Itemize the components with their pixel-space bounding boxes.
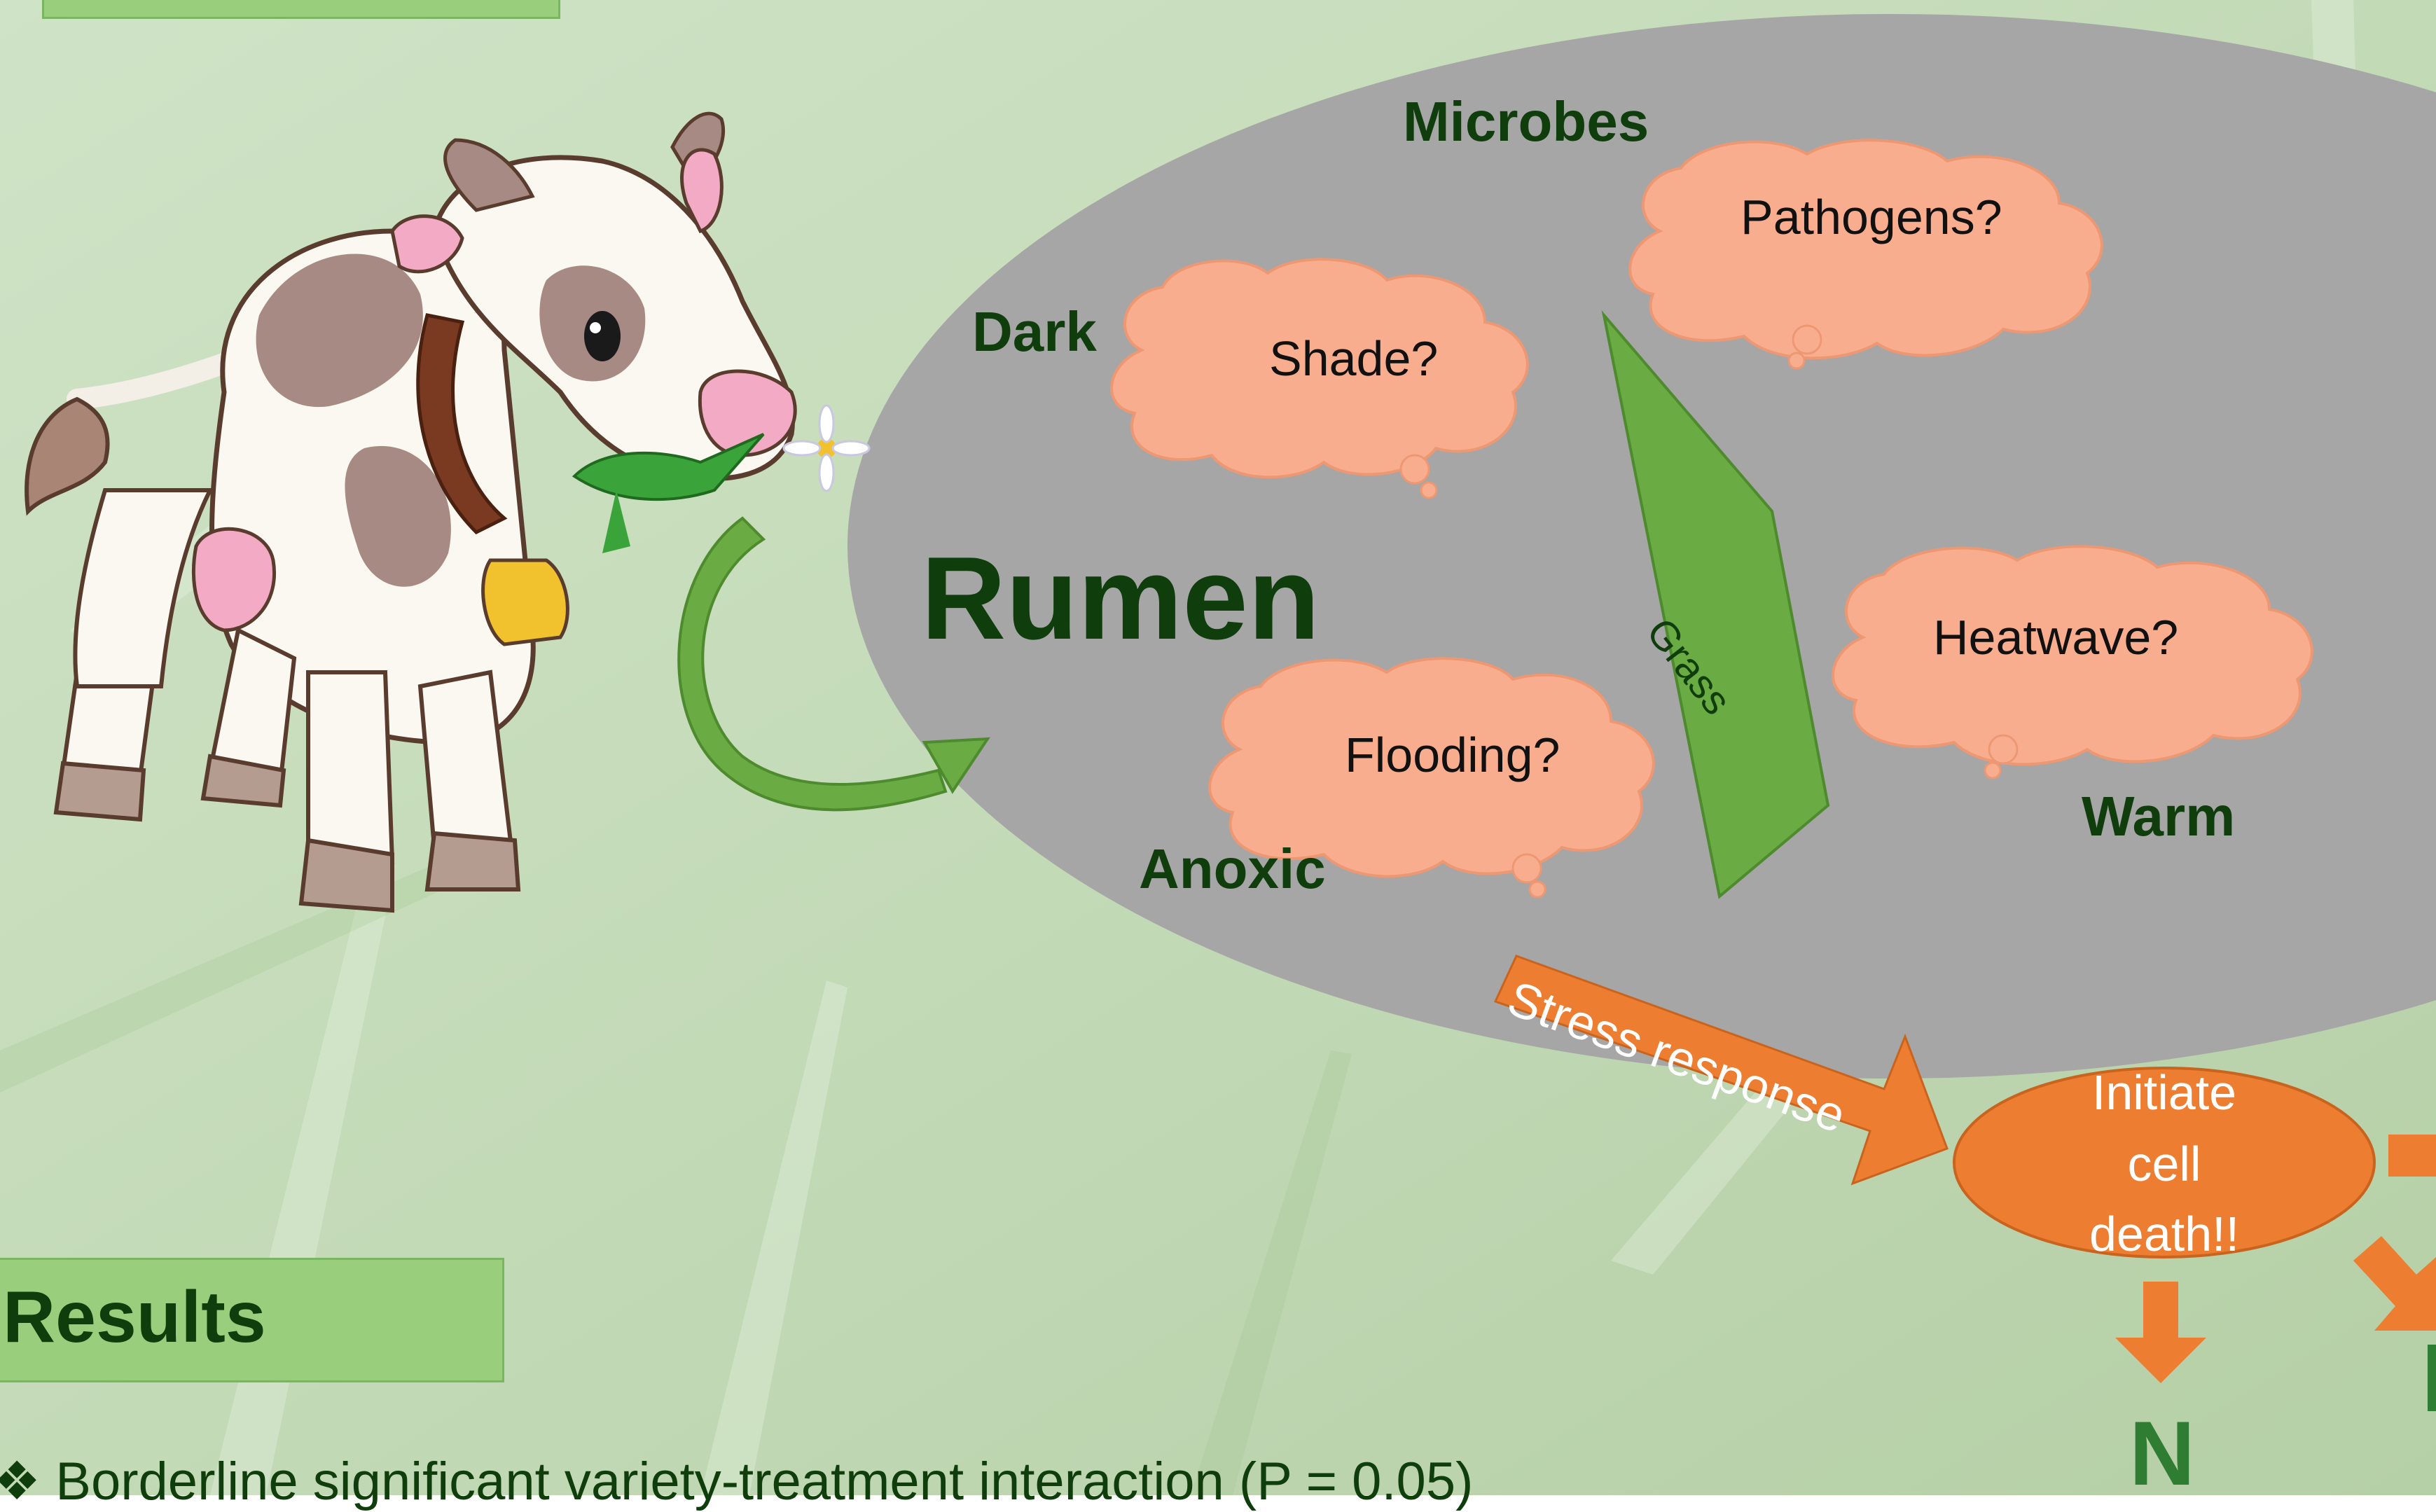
diagonal-arrow-partial [2353,1236,2436,1331]
diamond-bullet-icon: ❖ [0,1452,41,1511]
right-arrow-partial [2388,1135,2436,1177]
anoxic-label: Anoxic [1139,837,1326,901]
partial-n-label: N [2129,1401,2195,1506]
cell-death-line-2: cell [2073,1136,2255,1192]
cloud-text-pathogens: Pathogens? [1741,189,2002,245]
microbes-label: Microbes [1403,90,1649,154]
cloud-text-flooding: Flooding? [1345,727,1560,783]
cloud-text-heatwave: Heatwave? [1933,609,2178,665]
warm-label: Warm [2082,784,2235,849]
green-box-partial [2428,1345,2436,1411]
cloud-text-shade: Shade? [1269,331,1438,387]
cell-death-line-1: Initiate [2073,1064,2255,1121]
rumen-title: Rumen [921,531,1320,666]
results-bullet: ❖ Borderline significant variety-treatme… [0,1450,1473,1512]
cell-death-line-3: death!! [2073,1206,2255,1262]
dark-label: Dark [972,300,1097,364]
cow-illustration [27,113,869,910]
results-title: Results [3,1276,266,1359]
down-arrow-icon [2115,1282,2206,1383]
results-bullet-text: Borderline significant variety-treatment… [55,1452,1473,1511]
